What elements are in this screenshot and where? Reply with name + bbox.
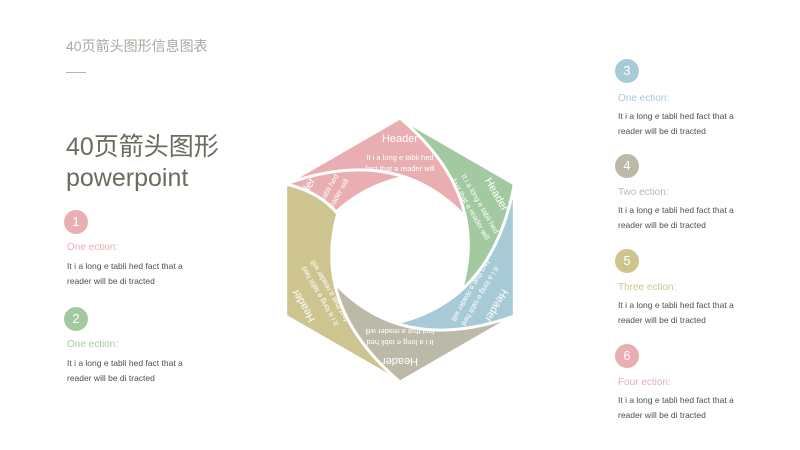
slide-title-line-2: powerpoint bbox=[66, 164, 189, 192]
item-text-4: It i a long e tabli hed fact that a read… bbox=[618, 203, 768, 233]
segment-header-5: Header bbox=[382, 355, 418, 367]
item-text-6: It i a long e tabli hed fact that a read… bbox=[618, 393, 768, 423]
number-badge-3: 3 bbox=[615, 59, 639, 83]
item-text-2-line-1: It i a long e tabli hed fact that a bbox=[67, 358, 183, 368]
segment-shape-6 bbox=[284, 182, 402, 384]
item-title-2: One ection: bbox=[67, 339, 119, 350]
slide-title: 40页箭头图形 powerpoint bbox=[66, 132, 219, 194]
slide-subtitle: 40页箭头图形信息图表 bbox=[66, 38, 208, 54]
item-text-1-line-2: reader will be di tracted bbox=[67, 276, 155, 286]
segment-text-2-line-1: It i a long e tabli hed bbox=[366, 153, 433, 162]
item-text-3-line-2: reader will be di tracted bbox=[618, 126, 706, 136]
item-text-3-line-1: It i a long e tabli hed fact that a bbox=[618, 111, 734, 121]
item-text-4-line-1: It i a long e tabli hed fact that a bbox=[618, 205, 734, 215]
item-text-1: It i a long e tabli hed fact that a read… bbox=[67, 259, 217, 289]
item-text-5-line-2: reader will be di tracted bbox=[618, 315, 706, 325]
item-text-2: It i a long e tabli hed fact that a read… bbox=[67, 356, 217, 386]
item-title-4: Two ection: bbox=[618, 187, 669, 198]
title-divider bbox=[66, 72, 86, 73]
item-text-5-line-1: It i a long e tabli hed fact that a bbox=[618, 300, 734, 310]
segment-text-5-line-2: fact that a reader will bbox=[365, 327, 435, 336]
number-badge-5: 5 bbox=[615, 249, 639, 273]
item-text-3: It i a long e tabli hed fact that a read… bbox=[618, 109, 768, 139]
item-text-4-line-2: reader will be di tracted bbox=[618, 220, 706, 230]
item-text-2-line-2: reader will be di tracted bbox=[67, 373, 155, 383]
item-text-5: It i a long e tabli hed fact that a read… bbox=[618, 298, 768, 328]
number-badge-6: 6 bbox=[615, 344, 639, 368]
item-title-1: One ection: bbox=[67, 242, 119, 253]
segment-text-2-line-2: fact that a reader will bbox=[365, 164, 435, 173]
item-text-6-line-2: reader will be di tracted bbox=[618, 410, 706, 420]
item-title-3: One ection: bbox=[618, 93, 670, 104]
number-badge-2: 2 bbox=[64, 307, 88, 331]
item-title-5: Three ection: bbox=[618, 282, 677, 293]
item-text-6-line-1: It i a long e tabli hed fact that a bbox=[618, 395, 734, 405]
item-text-1-line-1: It i a long e tabli hed fact that a bbox=[67, 261, 183, 271]
slide-title-line-1: 40页箭头图形 bbox=[66, 133, 219, 161]
item-title-6: Four ection: bbox=[618, 377, 671, 388]
number-badge-4: 4 bbox=[615, 154, 639, 178]
number-badge-1: 1 bbox=[64, 210, 88, 234]
segment-text-5-line-1: It i a long e tabli hed bbox=[366, 338, 433, 347]
segment-header-2: Header bbox=[382, 133, 418, 145]
